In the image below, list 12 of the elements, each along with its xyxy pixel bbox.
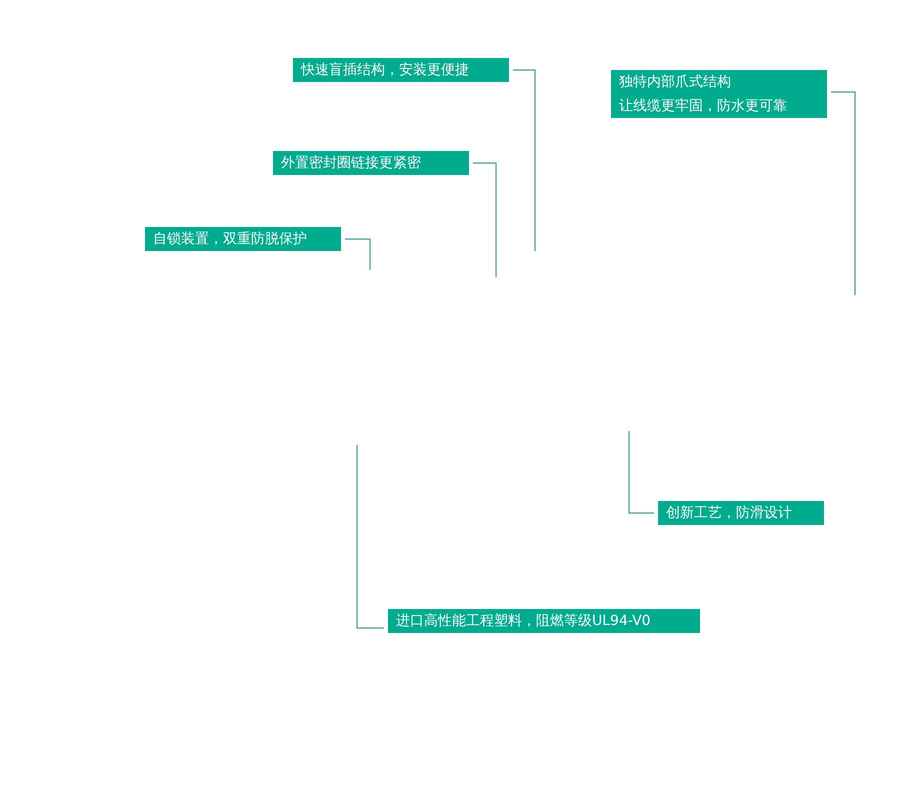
leader-line [356, 444, 384, 628]
leader-line [512, 70, 536, 252]
callout-label: 快速盲插结构，安装更便捷 [293, 58, 509, 82]
callout-label: 独特内部爪式结构 让线缆更牢固，防水更可靠 [611, 70, 827, 118]
leader-line [472, 162, 496, 278]
callout-label: 进口高性能工程塑料，阻燃等级UL94-V0 [388, 609, 700, 633]
leader-line [344, 238, 370, 270]
leader-line [628, 430, 654, 514]
callout-label: 自锁装置，双重防脱保护 [145, 227, 341, 251]
callout-label: 外置密封圈链接更紧密 [273, 151, 469, 175]
callout-label: 创新工艺，防滑设计 [658, 501, 824, 525]
leader-line [830, 92, 856, 296]
